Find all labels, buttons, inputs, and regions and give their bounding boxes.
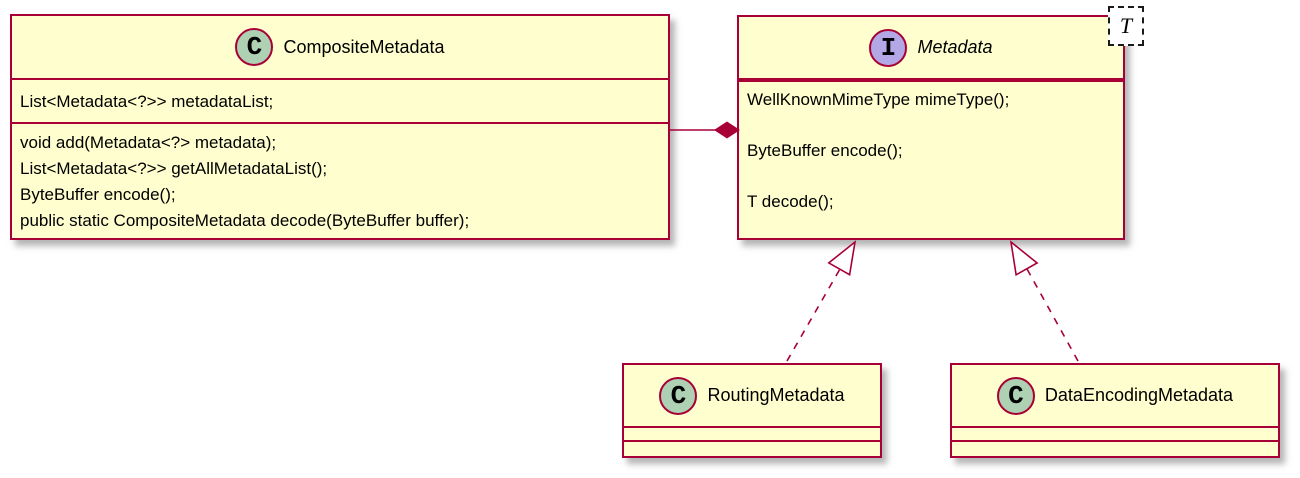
method-encode: ByteBuffer encode();: [747, 141, 903, 160]
generic-type-box: T: [1108, 6, 1144, 46]
fields-section-empty: [739, 78, 1123, 80]
method-add: void add(Metadata<?> metadata);: [20, 133, 277, 152]
class-title-compositemetadata: CompositeMetadata: [283, 36, 445, 57]
field-metadatalist: List<Metadata<?>> metadataList;: [20, 92, 274, 111]
interface-title-metadata: Metadata: [917, 37, 993, 57]
class-header-routingmetadata: C RoutingMetadata: [624, 365, 880, 426]
class-header-dataencodingmetadata: C DataEncodingMetadata: [952, 365, 1278, 426]
class-stereotype-icon: C: [996, 376, 1035, 415]
realization-link-routing: [786, 268, 841, 362]
class-title-routingmetadata: RoutingMetadata: [707, 385, 845, 405]
method-getallmetadatalist: List<Metadata<?>> getAllMetadataList();: [20, 159, 328, 178]
methods-section: void add(Metadata<?> metadata); List<Met…: [12, 122, 668, 238]
class-box-routingmetadata: C RoutingMetadata: [622, 363, 882, 458]
interface-stereotype-icon: I: [869, 28, 908, 67]
class-box-compositemetadata: C CompositeMetadata List<Metadata<?>> me…: [10, 14, 670, 240]
realization-link-dataencoding: [1026, 268, 1079, 362]
class-stereotype-icon: C: [659, 376, 698, 415]
methods-section: WellKnownMimeType mimeType(); ByteBuffer…: [739, 80, 1123, 241]
method-mimetype: WellKnownMimeType mimeType();: [747, 90, 1010, 109]
realization-triangle-icon: [827, 240, 857, 276]
class-box-dataencodingmetadata: C DataEncodingMetadata: [950, 363, 1280, 458]
class-stereotype-icon: C: [235, 28, 274, 66]
methods-section-empty: [952, 440, 1278, 456]
method-encode: ByteBuffer encode();: [20, 185, 176, 204]
method-decode: public static CompositeMetadata decode(B…: [20, 211, 470, 230]
method-decode: T decode();: [747, 192, 834, 211]
interface-box-metadata: I Metadata WellKnownMimeType mimeType();…: [737, 15, 1125, 240]
methods-section-empty: [624, 440, 880, 456]
class-title-dataencodingmetadata: DataEncodingMetadata: [1044, 385, 1234, 405]
interface-header-metadata: I Metadata: [739, 17, 1123, 78]
fields-section-empty: [624, 426, 880, 440]
class-header-compositemetadata: C CompositeMetadata: [12, 16, 668, 78]
realization-triangle-icon: [1009, 240, 1039, 277]
fields-section-empty: [952, 426, 1278, 440]
fields-section: List<Metadata<?>> metadataList;: [12, 78, 668, 122]
